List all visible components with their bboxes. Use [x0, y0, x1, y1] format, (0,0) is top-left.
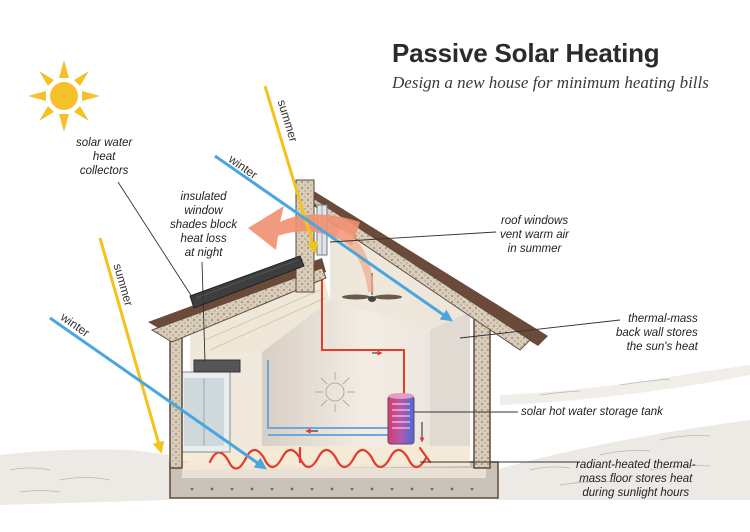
- roof-windows-line-2: vent warm air: [500, 229, 570, 241]
- roof: [148, 179, 548, 351]
- radiant-pipes: [208, 446, 432, 470]
- interior-back-wall: [262, 205, 470, 452]
- floor-line-1: radiant-heated thermal-: [576, 459, 696, 471]
- solar-collector-panel: [189, 255, 305, 309]
- window-shades-line-4: heat loss: [180, 233, 227, 245]
- storage-tank-line-1: solar hot water storage tank: [521, 406, 663, 418]
- back-wall-line-3: the sun's heat: [626, 341, 698, 353]
- house-walls: [169, 309, 491, 469]
- summer-ray-top: [263, 85, 319, 254]
- sun-icon: [28, 60, 100, 132]
- sun-relief-icon: [315, 372, 355, 412]
- solar-collectors-line-3: collectors: [79, 165, 129, 177]
- leader-lines: [117, 181, 621, 463]
- supply-pipe: [267, 360, 388, 436]
- roof-windows-line-1: roof windows: [500, 215, 569, 227]
- winter-ray-top: [214, 154, 453, 322]
- window-shades-line-2: window: [184, 205, 223, 217]
- window-shades-line-3: shades block: [170, 219, 238, 231]
- warm-air-arrow: [248, 206, 360, 250]
- ceiling-insulation: [190, 272, 330, 362]
- floor-line-3: during sunlight hours: [582, 487, 690, 499]
- page-subtitle: Design a new house for minimum heating b…: [392, 73, 709, 92]
- window-shades-line-1: insulated: [180, 191, 227, 203]
- floor-line-2: mass floor stores heat: [579, 473, 693, 485]
- window-shades-label: insulated window shades block heat loss …: [170, 190, 237, 260]
- storage-tank: [387, 393, 415, 445]
- page-title: Passive Solar Heating: [392, 38, 660, 68]
- storage-tank-label: solar hot water storage tank: [521, 405, 663, 419]
- solar-collectors-label: solar water heat collectors: [76, 136, 132, 178]
- back-wall-line-1: thermal-mass: [628, 313, 698, 325]
- floor-label: radiant-heated thermal- mass floor store…: [576, 458, 696, 500]
- sun-rays: [49, 85, 453, 470]
- window-shades-line-5: at night: [184, 247, 223, 259]
- back-wall-label: thermal-mass back wall stores the sun's …: [616, 312, 698, 354]
- ground: [0, 365, 750, 505]
- back-wall-line-2: back wall stores: [616, 327, 698, 339]
- solar-collectors-line-2: heat: [92, 151, 116, 163]
- roof-windows-line-3: in summer: [507, 243, 562, 255]
- summer-ray-left: [98, 237, 165, 454]
- winter-ray-left: [49, 316, 267, 470]
- south-window: [177, 359, 241, 453]
- solar-collectors-line-1: solar water: [76, 137, 133, 149]
- roof-windows-label: roof windows vent warm air in summer: [500, 214, 569, 256]
